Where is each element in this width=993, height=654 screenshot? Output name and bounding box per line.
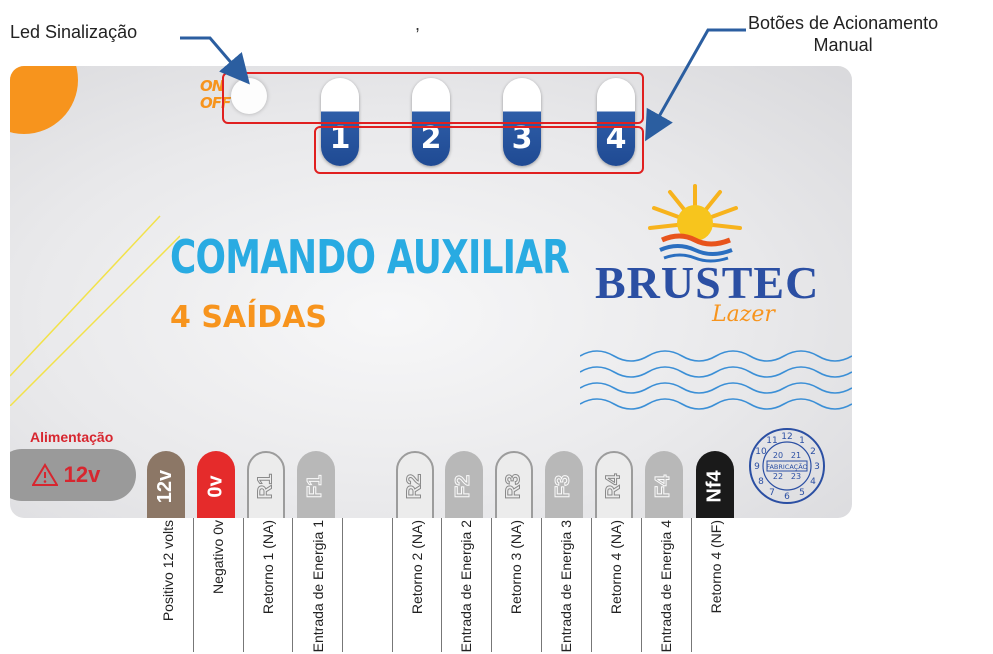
seal-month-number: 9 — [754, 462, 760, 472]
seal-month-number: 8 — [758, 477, 764, 487]
seal-month-number: 3 — [814, 462, 820, 472]
seal-year-number: 22 — [773, 472, 783, 481]
separator-line — [641, 518, 642, 652]
power-indicator: 12v — [10, 449, 136, 501]
label-entrada-energia-2: Entrada de Energia 2 — [457, 520, 474, 653]
seal-month-number: 6 — [784, 492, 790, 502]
label-entrada-energia-3: Entrada de Energia 3 — [557, 520, 574, 653]
warning-icon — [31, 463, 58, 486]
terminal-0v: 0v — [197, 451, 235, 518]
separator-line — [392, 518, 393, 652]
terminal-12v: 12v — [147, 451, 185, 518]
power-label: Alimentação — [30, 429, 114, 445]
stray-comma: , — [415, 14, 421, 34]
label-retorno-3: Retorno 3 (NA) — [507, 520, 524, 615]
manual-button-1-label: 1 — [329, 121, 351, 156]
buttons-annotation-label: Botões de Acionamento Manual — [748, 12, 938, 56]
label-entrada-energia-4: Entrada de Energia 4 — [657, 520, 674, 653]
separator-line — [591, 518, 592, 652]
seal-year-number: 23 — [791, 472, 801, 481]
label-entrada-energia-1: Entrada de Energia 1 — [309, 520, 326, 653]
separator-line — [441, 518, 442, 652]
seal-year-number: 20 — [773, 451, 783, 460]
label-retorno-4-nf: Retorno 4 (NF) — [707, 520, 724, 614]
label-retorno-1: Retorno 1 (NA) — [259, 520, 276, 615]
seal-month-number: 12 — [781, 432, 792, 442]
separator-line — [691, 518, 692, 652]
terminal-r4: R4 — [595, 451, 633, 518]
separator-line — [541, 518, 542, 652]
decorative-diagonal-lines — [10, 215, 180, 406]
led-highlight-box — [222, 72, 644, 124]
label-positivo-12v: Positivo 12 volts — [159, 520, 176, 622]
buttons-arrow-icon — [645, 28, 746, 142]
buttons-highlight-box — [314, 126, 644, 174]
control-panel: ON OFF 1 2 3 4 COMANDO AUXILIAR 4 SAÍDAS… — [10, 66, 852, 518]
separator-line — [491, 518, 492, 652]
seal-month-number: 7 — [769, 488, 775, 498]
led-annotation-label: Led Sinalização — [10, 22, 138, 42]
separator-line — [243, 518, 244, 652]
separator-line — [193, 518, 194, 652]
seal-month-number: 1 — [799, 436, 805, 446]
seal-month-number: 2 — [810, 447, 816, 457]
led-arrow-icon — [180, 36, 250, 85]
separator-line — [342, 518, 343, 652]
terminal-r2: R2 — [396, 451, 434, 518]
seal-year-number: 21 — [791, 451, 801, 460]
brand-sun-icon — [648, 184, 742, 263]
panel-subtitle: 4 SAÍDAS — [170, 300, 328, 335]
seal-month-number: 10 — [755, 447, 767, 457]
terminal-f2: F2 — [445, 451, 483, 518]
power-value: 12v — [63, 462, 101, 487]
seal-month-number: 11 — [766, 436, 777, 446]
separator-line — [292, 518, 293, 652]
manual-button-2-label: 2 — [420, 121, 442, 156]
manual-button-3-label: 3 — [511, 121, 533, 156]
panel-title: COMANDO AUXILIAR — [170, 230, 570, 284]
manual-button-4-label: 4 — [605, 121, 627, 156]
decorative-waves — [580, 350, 852, 410]
label-retorno-4: Retorno 4 (NA) — [607, 520, 624, 615]
terminal-f1: F1 — [297, 451, 335, 518]
buttons-annotation-line1: Botões de Acionamento — [748, 13, 939, 33]
seal-center-text: FABRICAÇÃO — [766, 462, 807, 471]
label-retorno-2: Retorno 2 (NA) — [408, 520, 425, 615]
buttons-annotation-line2: Manual — [813, 35, 873, 55]
brand-subtitle: Lazer — [712, 302, 775, 327]
on-label: ON — [200, 77, 224, 95]
seal-month-number: 5 — [799, 488, 805, 498]
label-negativo-0v: Negativo 0v — [209, 520, 226, 594]
seal-month-number: 4 — [810, 477, 816, 487]
brand-name: BRUSTEC — [595, 257, 820, 308]
terminal-r1: R1 — [247, 451, 285, 518]
terminal-r3: R3 — [495, 451, 533, 518]
terminal-f3: F3 — [545, 451, 583, 518]
terminal-nf4: Nf4 — [696, 451, 734, 518]
terminal-f4: F4 — [645, 451, 683, 518]
